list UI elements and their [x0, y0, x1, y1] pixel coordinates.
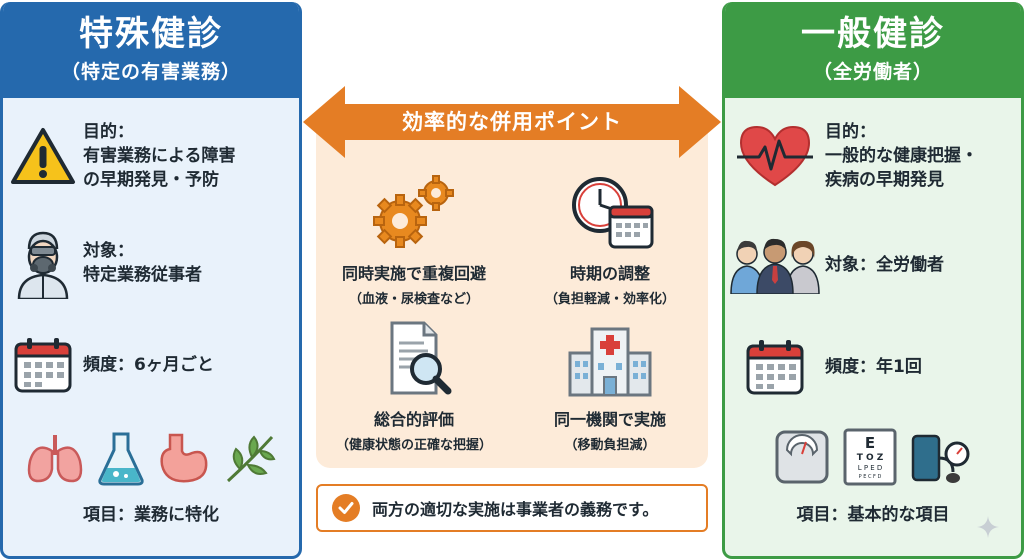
- special-items-icons: 項目：業務に特化: [3, 430, 299, 525]
- point-simultaneous-sub: （血液・尿検査など）: [348, 292, 479, 307]
- special-purpose-text-2: の早期発見・予防: [83, 170, 219, 190]
- special-target-row: 対象： 特定業務従事者: [3, 228, 299, 299]
- svg-text:P E C F D: P E C F D: [859, 474, 882, 480]
- point-simultaneous: 同時実施で重複回避 （血液・尿検査など）: [316, 170, 512, 307]
- svg-text:E: E: [865, 434, 875, 452]
- special-checkup-header: 特殊健診 （特定の有害業務）: [3, 2, 299, 98]
- general-frequency-row: 頻度：年1回: [725, 332, 1021, 402]
- point-evaluation-sub: （健康状態の正確な把握）: [335, 438, 492, 453]
- svg-text:T O Z: T O Z: [857, 453, 884, 463]
- point-timing-sub: （負担軽減・効率化）: [544, 292, 675, 307]
- general-checkup-header: 一般健診 （全労働者）: [725, 2, 1021, 98]
- combined-points-area: [316, 112, 708, 468]
- point-timing: 時期の調整 （負担軽減・効率化）: [512, 170, 708, 307]
- point-simultaneous-title: 同時実施で重複回避: [341, 264, 486, 283]
- special-target-label: 対象：: [83, 241, 134, 261]
- gears-icon: [316, 170, 512, 256]
- flask-icon: [98, 432, 144, 486]
- special-checkup-subtitle: （特定の有害業務）: [60, 61, 241, 84]
- double-arrow-banner: [303, 86, 721, 158]
- special-purpose-row: 目的： 有害業務による障害 の早期発見・予防: [3, 120, 299, 192]
- special-frequency-text: 頻度：6ヶ月ごと: [83, 355, 214, 375]
- herb-leaves-icon: [226, 435, 276, 483]
- svg-text:L P E D: L P E D: [858, 464, 883, 472]
- general-checkup-panel: 一般健診 （全労働者） 目的： 一般的な健康把握・ 疾病の早期発見: [722, 2, 1024, 559]
- special-target-text: 特定業務従事者: [83, 265, 202, 285]
- worker-respirator-icon: [3, 228, 83, 299]
- obligation-note: 両方の適切な実施は事業者の義務です。: [316, 484, 708, 532]
- general-items-icons: E T O Z L P E D P E C F D 項目：基本的な項目: [725, 428, 1021, 525]
- general-checkup-title: 一般健診: [801, 13, 945, 54]
- workers-group-icon: [725, 230, 825, 300]
- point-same-facility-sub: （移動負担減）: [564, 438, 656, 453]
- lungs-icon: [27, 435, 83, 483]
- general-target-text: 対象：全労働者: [825, 255, 944, 275]
- general-purpose-row: 目的： 一般的な健康把握・ 疾病の早期発見: [725, 120, 1021, 192]
- scale-icon: [775, 430, 829, 484]
- general-purpose-text-2: 疾病の早期発見: [825, 170, 944, 190]
- obligation-note-text: 両方の適切な実施は事業者の義務です。: [372, 500, 659, 519]
- calendar-icon: [725, 332, 825, 402]
- special-checkup-panel: 特殊健診 （特定の有害業務） 目的： 有害業務による障害 の早期発見・予防: [0, 2, 302, 559]
- special-purpose-text-1: 有害業務による障害: [83, 146, 236, 166]
- combined-points-title: 効率的な併用ポイント: [402, 110, 622, 134]
- general-purpose-label: 目的：: [825, 122, 876, 142]
- general-purpose-text-1: 一般的な健康把握・: [825, 146, 978, 166]
- general-checkup-subtitle: （全労働者）: [812, 61, 933, 84]
- point-evaluation-title: 総合的評価: [373, 410, 454, 429]
- checkmark-icon: [332, 494, 360, 522]
- stomach-icon: [160, 433, 208, 483]
- general-frequency-text: 頻度：年1回: [825, 357, 922, 377]
- eye-chart-icon: E T O Z L P E D P E C F D: [843, 428, 897, 486]
- heart-pulse-icon: [725, 121, 825, 191]
- hospital-icon: [512, 316, 708, 402]
- clock-calendar-icon: [512, 170, 708, 256]
- document-magnifier-icon: [316, 316, 512, 402]
- blood-pressure-monitor-icon: [911, 434, 970, 483]
- general-target-row: 対象：全労働者: [725, 230, 1021, 300]
- general-items-text: 項目：基本的な項目: [796, 505, 950, 525]
- warning-icon: [3, 121, 83, 191]
- sparkle-icon: [977, 516, 999, 538]
- point-same-facility: 同一機関で実施 （移動負担減）: [512, 316, 708, 453]
- calendar-icon: [3, 330, 83, 400]
- point-evaluation: 総合的評価 （健康状態の正確な把握）: [316, 316, 512, 453]
- special-frequency-row: 頻度：6ヶ月ごと: [3, 330, 299, 400]
- point-timing-title: 時期の調整: [569, 264, 650, 283]
- special-purpose-label: 目的：: [83, 122, 134, 142]
- special-checkup-title: 特殊健診: [79, 13, 223, 54]
- point-same-facility-title: 同一機関で実施: [553, 410, 666, 429]
- special-items-text: 項目：業務に特化: [83, 505, 219, 525]
